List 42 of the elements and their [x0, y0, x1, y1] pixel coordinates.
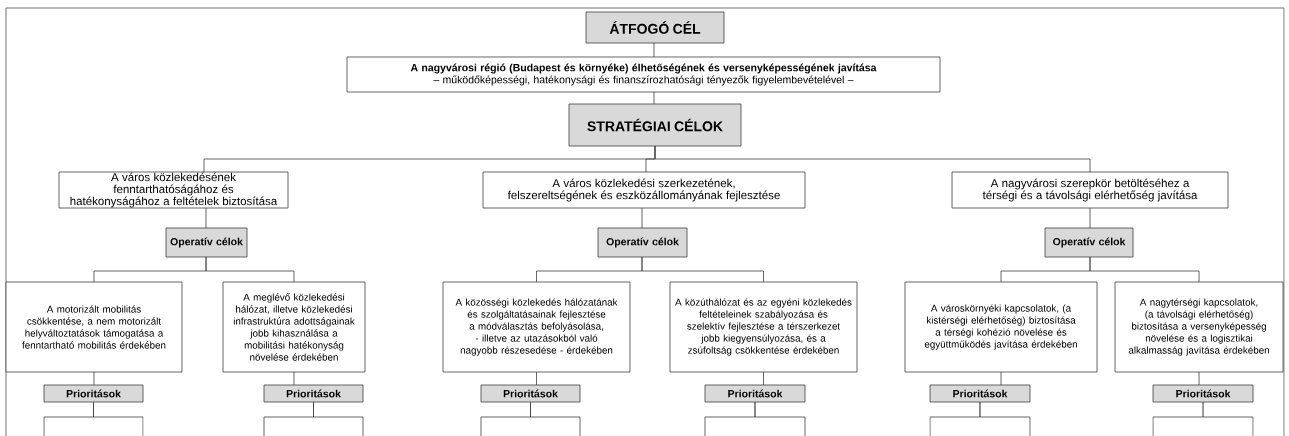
connector-line: [1202, 401, 1254, 436]
label-box: Prioritások: [480, 384, 581, 403]
connector-line: [1198, 371, 1200, 386]
goal-box: A városkörnyéki kapcsolatok, (a kistérségi elérhetőség) biztosítása a térségi kohézió növelése és együttműködés javítása érdekében: [904, 281, 1098, 373]
goal-box: A nagytérségi kapcsolatok, (a távolsági elérhetőség) biztosítása a versenyképesség növelése és a logisztikai alkalmasság javítása érdekében: [1114, 281, 1284, 373]
connector-line: [1089, 256, 1200, 283]
label-box: Operatív célok: [597, 227, 688, 258]
goal-box: A közúthálózat és az egyéni közlekedés feltételeinek szabályozása és szelektív fejlesztése a térszerkezet jobb kiegyensúlyozása, és a zsúfoltság csökkentése érdekében: [669, 281, 858, 373]
connector-line: [313, 401, 364, 436]
connector-line: [1089, 207, 1091, 229]
goal-box: A város közlekedési szerkezetének, felszereltségének és eszközállományának fejlesztése: [482, 171, 806, 209]
heading-box: ÁTFOGÓ CÉL: [585, 11, 725, 44]
connector-line: [979, 401, 1031, 436]
heading-box: STRATÉGIAI CÉLOK: [568, 103, 742, 147]
goal-box: A meglévő közlekedési hálózat, illetve közlekedési infrastruktúra adottságainak jobb kihasználása a mobilitási hatékonyság növelése érdekében: [222, 281, 366, 373]
goal-box: A nagyvárosi régió (Budapest és környéke) élhetőségének és versenyképességének javítása – működőképességi, hatékonysági és finanszírozhatósági tényezők figyelembevételével –: [346, 56, 941, 93]
label-box: Operatív célok: [1044, 227, 1134, 258]
connector-line: [93, 401, 144, 436]
label-box: Prioritások: [43, 384, 144, 403]
connector-line: [536, 371, 537, 386]
label-box: Prioritások: [704, 384, 806, 403]
connector-line: [205, 256, 295, 283]
goal-box: A nagyvárosi szerepkör betöltéséhez a térségi és a távolsági elérhetőség javítása: [951, 171, 1229, 209]
connector-line: [1000, 371, 1002, 386]
goal-box: A közösségi közlekedés hálózatának és szolgáltatásainak fejlesztése a módválasztás befolyásolása, - illetve az utazásokból való nagyobb részesedése - érdekében: [442, 281, 631, 373]
connector-line: [763, 371, 764, 386]
connector-line: [653, 42, 655, 58]
connector-line: [754, 401, 806, 436]
connector-line: [641, 207, 643, 229]
connector-line: [653, 91, 655, 105]
label-box: Operatív célok: [165, 227, 248, 258]
goal-box: A város közlekedésének fenntarthatóságához és hatékonyságához a feltételek biztosítása: [58, 171, 289, 209]
label-box: Prioritások: [1152, 384, 1254, 403]
connector-line: [205, 207, 207, 229]
connector-line: [530, 401, 581, 436]
connector-line: [293, 371, 295, 386]
connector-line: [93, 371, 95, 386]
connector-line: [654, 145, 1091, 173]
label-box: Prioritások: [263, 384, 364, 403]
goal-box: A motorizált mobilitás csökkentése, a nem motorizált helyváltoztatások támogatása a fenntartható mobilitás érdekében: [5, 281, 183, 373]
connector-line: [641, 256, 764, 283]
label-box: Prioritások: [929, 384, 1031, 403]
